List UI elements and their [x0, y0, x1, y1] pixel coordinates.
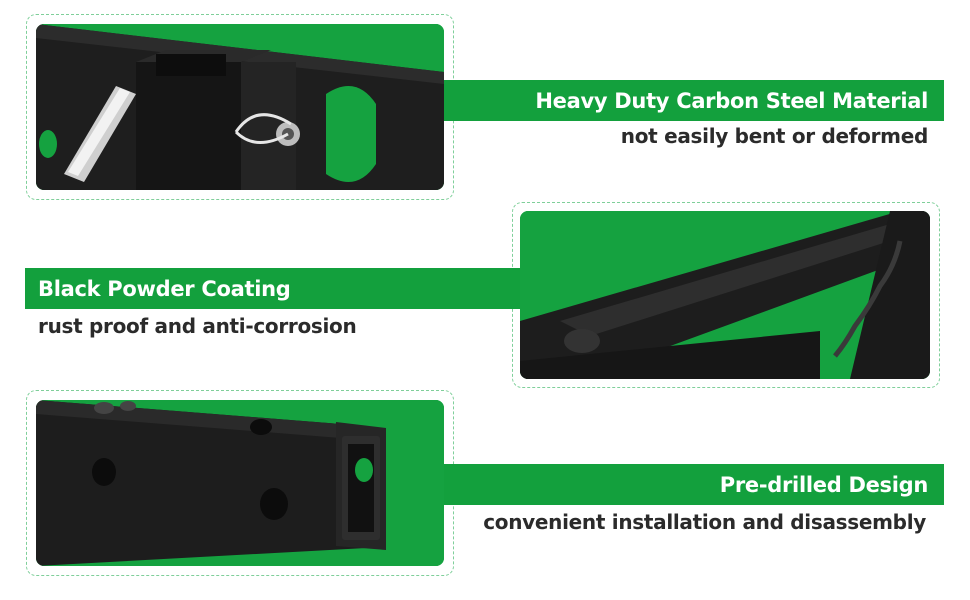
- feature-3-subtitle: convenient installation and disassembly: [483, 510, 926, 534]
- welded-frame-icon: [520, 211, 930, 379]
- square-tube-holes-icon: [36, 400, 444, 566]
- feature-3-photo: [36, 400, 444, 566]
- feature-2-subtitle: rust proof and anti-corrosion: [38, 314, 357, 338]
- feature-2-title-band: Black Powder Coating: [25, 268, 520, 309]
- hitch-receiver-pin-icon: [36, 24, 444, 190]
- feature-1-title: Heavy Duty Carbon Steel Material: [535, 88, 928, 113]
- feature-3-title: Pre-drilled Design: [719, 472, 929, 497]
- feature-3-title-band: Pre-drilled Design: [444, 464, 944, 505]
- feature-1-title-band: Heavy Duty Carbon Steel Material: [444, 80, 944, 121]
- feature-1-photo: [36, 24, 444, 190]
- feature-2-photo: [520, 211, 930, 379]
- feature-1-subtitle: not easily bent or deformed: [620, 124, 929, 148]
- feature-2-title: Black Powder Coating: [38, 276, 291, 301]
